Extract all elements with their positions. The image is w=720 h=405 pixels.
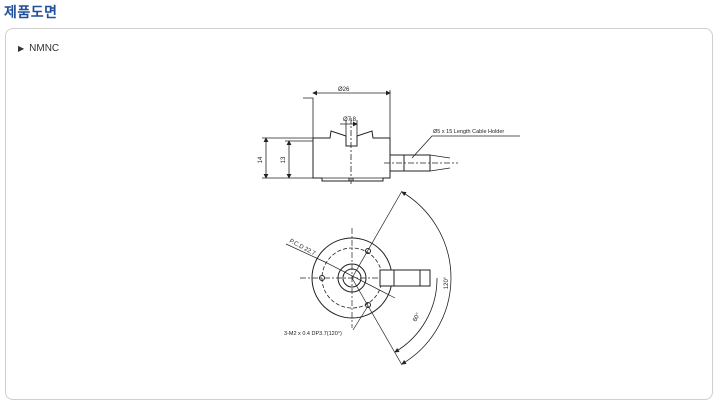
radial-line-lower	[351, 277, 403, 366]
dim-outer-dia: Ø26	[338, 87, 350, 93]
side-top-profile	[313, 130, 390, 147]
dim-inner-dia: Ø7.8	[343, 117, 357, 123]
angle-small-label: 60°	[412, 312, 422, 323]
pcd-label: P.C.D 22.7	[288, 238, 317, 257]
model-name: NMNC	[29, 43, 60, 54]
angle-large-label: 120°	[444, 276, 450, 289]
page-title: 제품도면	[4, 5, 58, 21]
angle-arc-60	[394, 277, 438, 353]
side-view	[262, 90, 520, 186]
dia26-ext-left	[303, 97, 314, 138]
top-view	[285, 190, 452, 366]
dim-total-height: 14	[258, 156, 264, 163]
pcd-leader	[285, 243, 396, 299]
side-cable-wire	[429, 154, 451, 172]
screw-note-leader	[352, 305, 369, 331]
cable-holder-leader	[411, 135, 520, 159]
side-body-outline	[312, 138, 391, 182]
model-label: ▶ NMNC	[18, 43, 59, 54]
dim-body-height: 13	[281, 156, 287, 163]
screw-hole-top	[365, 248, 371, 254]
drawing-panel: ▶ NMNC	[5, 28, 713, 400]
top-cable-holder	[379, 269, 431, 287]
angle-arc-120	[401, 191, 452, 365]
screw-note: 3-M2 x 0.4 DP3.7(120°)	[284, 331, 342, 337]
screw-hole-bottom	[365, 302, 371, 308]
cable-holder-note: Ø5 x 15 Length Cable Holder	[433, 129, 504, 135]
radial-line-upper	[351, 190, 403, 279]
triangle-bullet-icon: ▶	[18, 44, 25, 53]
